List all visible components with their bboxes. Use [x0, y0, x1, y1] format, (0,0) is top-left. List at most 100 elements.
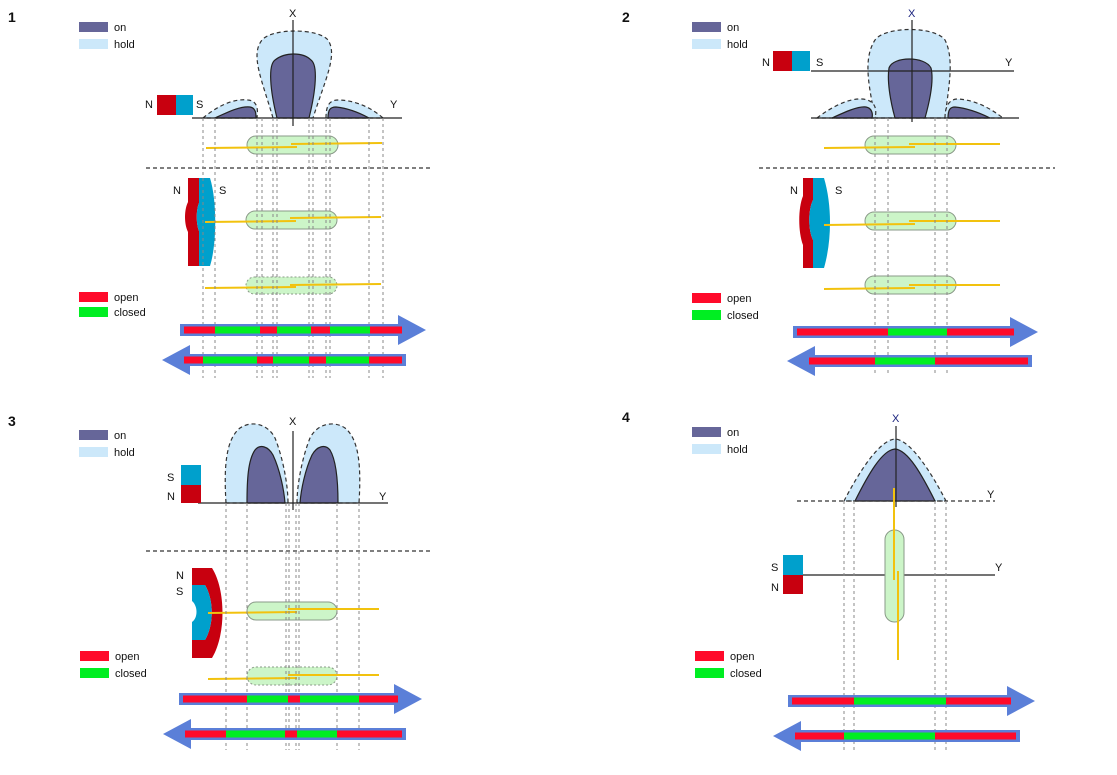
north-pole-label: N — [771, 582, 779, 594]
state-segment-closed — [203, 356, 257, 364]
south-pole-label: S — [816, 57, 823, 69]
legend-swatch-on — [692, 22, 721, 32]
legend-swatch-open — [695, 651, 724, 661]
y-axis-label: Y — [379, 491, 387, 503]
reed-contact-right — [289, 283, 382, 286]
reed-contact-left — [207, 611, 298, 614]
legend-swatch-hold — [79, 447, 108, 457]
curved-magnet: N S — [790, 178, 842, 268]
north-pole-label: N — [145, 99, 153, 111]
state-segment-open — [337, 730, 402, 738]
state-segment-open — [311, 326, 330, 334]
legend-swatch-closed — [692, 310, 721, 320]
on-zone-right — [327, 106, 370, 119]
state-segment-closed — [330, 326, 370, 334]
south-pole-label: S — [176, 586, 183, 598]
on-zone-left — [831, 106, 873, 119]
legend-swatch-hold — [692, 39, 721, 49]
reed-contact-left — [204, 220, 297, 223]
legend-label-on: on — [114, 430, 126, 442]
state-segment-closed — [226, 730, 285, 738]
panel-number: 3 — [8, 413, 16, 429]
state-segment-open — [795, 732, 844, 740]
state-segment-open — [185, 730, 226, 738]
reed-switch — [205, 135, 383, 155]
x-axis-label: X — [289, 416, 297, 428]
x-axis-label: X — [908, 8, 916, 20]
legend-field: on hold — [692, 427, 748, 456]
state-segment-open — [369, 356, 402, 364]
legend-swatch-on — [79, 430, 108, 440]
magnet-north — [157, 95, 176, 115]
legend-label-open: open — [115, 651, 139, 663]
state-segment-open — [288, 695, 300, 703]
y-axis-label: Y — [987, 489, 995, 501]
magnet-south — [809, 178, 830, 268]
state-segment-closed — [215, 326, 260, 334]
on-zone-left — [246, 445, 286, 504]
bar-magnet-vertical: S N — [167, 465, 201, 503]
legend-field: on hold — [692, 22, 748, 51]
reed-switch — [823, 211, 1000, 231]
state-segment-open — [260, 326, 277, 334]
north-pole-label: N — [167, 491, 175, 503]
legend-label-closed: closed — [730, 668, 762, 680]
state-segment-open — [947, 328, 1014, 336]
magnet-north — [783, 575, 803, 594]
state-segment-closed — [277, 326, 311, 334]
north-pole-label: N — [790, 185, 798, 197]
reed-contact-left — [204, 286, 297, 289]
reed-contact-left — [207, 677, 298, 680]
guide-lines — [202, 118, 384, 378]
y-axis-label: Y — [390, 99, 398, 111]
reed-switch-ghost — [204, 276, 382, 295]
magnet-north — [773, 51, 792, 71]
magnet-south — [783, 555, 803, 575]
legend-field: on hold — [79, 22, 135, 51]
state-segment-open — [359, 695, 398, 703]
panel-1: 1 on hold X Y N S — [8, 8, 432, 378]
south-pole-label: S — [771, 562, 778, 574]
on-zone-right — [947, 106, 991, 119]
state-segment-open — [935, 357, 1028, 365]
legend-label-closed: closed — [114, 307, 146, 319]
on-zone-center — [887, 58, 933, 119]
legend-label-open: open — [727, 293, 751, 305]
reed-glass — [245, 210, 338, 230]
legend-swatch-hold — [79, 39, 108, 49]
state-segment-closed — [326, 356, 369, 364]
legend-label-open: open — [730, 651, 754, 663]
guide-lines — [225, 503, 360, 750]
reed-switch-vertical — [884, 488, 905, 660]
panel-number: 4 — [622, 409, 630, 425]
state-bars — [162, 315, 426, 375]
state-segment-closed — [875, 357, 935, 365]
legend-field: on hold — [79, 430, 135, 459]
on-zone-left — [214, 106, 257, 119]
south-pole-label: S — [835, 185, 842, 197]
panel-number: 2 — [622, 9, 630, 25]
panel-4: 4 on hold X Y S N Y — [622, 409, 1035, 751]
field-plot: X Y — [198, 416, 388, 510]
state-segment-closed — [247, 695, 288, 703]
legend-swatch-open — [79, 292, 108, 302]
north-pole-label: N — [173, 185, 181, 197]
legend-swatch-closed — [695, 668, 724, 678]
state-segment-open — [184, 326, 215, 334]
legend-label-hold: hold — [114, 447, 135, 459]
magnet-south — [181, 465, 201, 485]
state-segment-open — [946, 697, 1011, 705]
state-segment-open — [257, 356, 273, 364]
guide-lines — [874, 118, 948, 375]
field-plot: X Y — [797, 413, 995, 507]
panel-2: 2 on hold X Y N S — [622, 8, 1055, 376]
legend-swatch-on — [692, 427, 721, 437]
panel-3: 3 on hold X Y S N N S — [8, 413, 430, 750]
magnet-north — [192, 568, 223, 658]
reed-switch — [207, 601, 379, 621]
legend-state: open closed — [80, 651, 147, 680]
legend-state: open closed — [695, 651, 762, 680]
state-bars — [773, 686, 1035, 751]
reed-contact-left — [823, 146, 916, 149]
